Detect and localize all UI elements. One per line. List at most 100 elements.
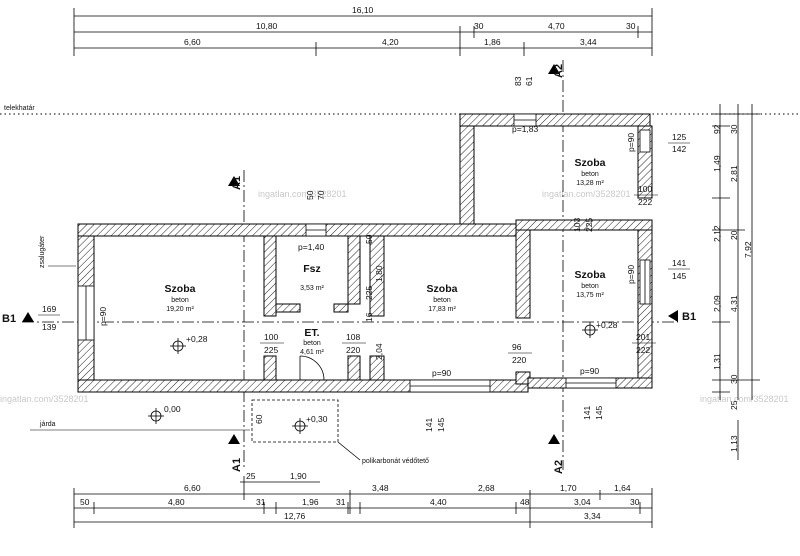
watermark: ingatlan.com/3528201	[0, 394, 89, 404]
opening-height: 139	[42, 322, 56, 332]
opening-height: 225	[264, 345, 278, 355]
bottom-dimension-texts: 25 1,90 6,60 3,48 2,68 1,70 1,64 50 4,80…	[80, 471, 640, 521]
dim-text: 4,31	[729, 295, 739, 312]
parapet-height: p=90	[98, 307, 108, 326]
wall-west-upper	[459, 125, 475, 225]
property-line: telekhatár	[0, 105, 800, 115]
level-marker-icon	[170, 338, 186, 354]
opening-width: 125	[672, 132, 686, 142]
opening-width: 100	[264, 332, 278, 342]
room-area: 19,20 m²	[166, 306, 194, 313]
parapet-height: p=90	[432, 368, 451, 378]
opening-width: 141	[424, 418, 434, 432]
wall-stub-fsz-1	[275, 303, 301, 313]
opening-width: 141	[672, 258, 686, 268]
dim-text: 2,09	[712, 295, 722, 312]
wall-interior-3b	[369, 355, 385, 381]
dim-text: 25	[729, 400, 739, 410]
section-arrow-icon	[22, 312, 34, 322]
room-floor: beton	[303, 340, 321, 347]
dim-text: 2,81	[729, 165, 739, 182]
opening-height: 61	[524, 76, 534, 86]
room-area: 13,28 m²	[576, 180, 604, 187]
wall-middle-east	[515, 219, 653, 231]
bottom-dimension-lines	[73, 476, 653, 528]
opening-width: 50	[305, 190, 315, 200]
level-marker-icon	[148, 408, 164, 424]
room-name: ET.	[304, 327, 319, 339]
wall-interior-3	[369, 235, 385, 317]
section-arrow-icon	[548, 434, 560, 444]
dim-text: 10,80	[256, 21, 278, 31]
opening-width: 83	[513, 76, 523, 86]
dim-text: 2,68	[478, 483, 495, 493]
dim-text: 48	[520, 497, 530, 507]
entry-door	[251, 355, 361, 461]
opening-width: 141	[582, 406, 592, 420]
canopy-label: polikarbonát védőtető	[362, 458, 429, 465]
dim-text: 1,96	[302, 497, 319, 507]
level-value: +0,28	[186, 334, 208, 344]
dim-text: 1,90	[290, 471, 307, 481]
windows	[77, 113, 651, 393]
watermark: ingatlan.com/3528201	[542, 189, 631, 199]
annotations: zsalugáter járda polikarbonát védőtető	[30, 235, 429, 465]
dim-text: 4,40	[430, 497, 447, 507]
property-line-label: telekhatár	[4, 105, 35, 112]
opening-height: 145	[672, 271, 686, 281]
section-markers: A1 A1 A2 A2 B1 B1	[2, 64, 696, 474]
opening-height: 145	[436, 418, 446, 432]
level-marker-icon	[292, 418, 308, 434]
opening-height: 142	[672, 144, 686, 154]
room-area: 13,75 m²	[576, 292, 604, 299]
dim-text: 4,70	[548, 21, 565, 31]
dim-text: 30	[729, 374, 739, 384]
dim-text: 12,76	[284, 511, 306, 521]
dim-text: 1,13	[729, 435, 739, 452]
section-arrow-icon	[668, 310, 678, 322]
dim-total-width: 16,10	[352, 5, 374, 15]
dim-text: 7,92	[743, 241, 753, 258]
level-marker-icon	[582, 322, 598, 338]
section-lines	[22, 60, 678, 470]
room-name: Szoba	[575, 157, 606, 169]
dim-text: 3,34	[584, 511, 601, 521]
opening-height: 70	[316, 190, 326, 200]
room-name: Szoba	[165, 283, 196, 295]
wall-stub-fsz-2	[333, 303, 349, 313]
level-value: +0,28	[596, 320, 618, 330]
section-arrow-icon	[228, 176, 240, 186]
section-label-a2: A2	[553, 64, 565, 78]
dim-text: 1,64	[614, 483, 631, 493]
section-arrow-icon	[548, 64, 560, 74]
section-label-b1: B1	[2, 313, 16, 325]
wall-interior-2b	[347, 355, 361, 381]
room-name: Fsz	[303, 263, 321, 275]
room-labels: Szoba beton 19,20 m² Fsz 3,53 m² ET. bet…	[165, 157, 606, 356]
room-area: 3,53 m²	[300, 285, 324, 292]
opening-width: 16	[364, 312, 374, 322]
opening-height: 220	[512, 355, 526, 365]
dim-text: 2,12	[712, 225, 722, 242]
room-floor: beton	[581, 283, 599, 290]
dim-text: 1,86	[484, 37, 501, 47]
shutter-label: zsalugáter	[39, 235, 46, 268]
dim-text: 30	[474, 21, 484, 31]
parapet-height: p=90	[626, 133, 636, 152]
parapet-height: p=1,40	[298, 242, 325, 252]
dim-text: 25	[246, 471, 256, 481]
parapet-height: p=90	[626, 265, 636, 284]
sidewalk-label: járda	[39, 421, 56, 428]
dim-text: 3,44	[580, 37, 597, 47]
section-arrow-icon	[228, 434, 240, 444]
opening-width: 201	[636, 332, 650, 342]
walls	[77, 113, 653, 393]
opening-height: 145	[594, 406, 604, 420]
level-value: +0,30	[306, 414, 328, 424]
opening-width: 100	[638, 184, 652, 194]
wall-between-rooms	[515, 229, 531, 319]
dim-text: 20	[729, 230, 739, 240]
opening-height: 225	[364, 286, 374, 300]
room-name: Szoba	[427, 283, 458, 295]
